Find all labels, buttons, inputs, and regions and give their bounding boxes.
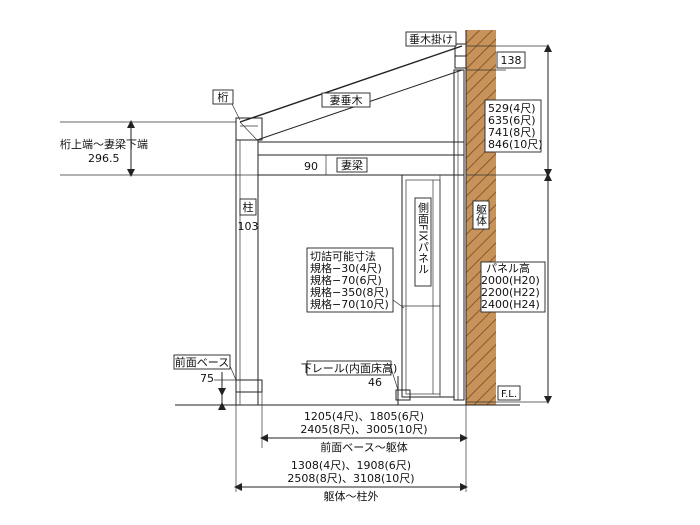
panel-height-values: パネル高 2000(H20) 2200(H22) 2400(H24) xyxy=(480,261,546,313)
svg-text:846(10尺): 846(10尺) xyxy=(488,138,543,151)
side-fix-panel-label: 側面FIXパネル xyxy=(417,202,430,274)
kutai-label-box xyxy=(472,200,490,230)
svg-text:46: 46 xyxy=(368,376,382,389)
svg-text:2000(H20): 2000(H20) xyxy=(481,274,540,287)
svg-text:規格−30(4尺): 規格−30(4尺) xyxy=(310,261,382,275)
cut-dimensions-box: 切詰可能寸法 規格−30(4尺) 規格−70(6尺) 規格−350(8尺) 規格… xyxy=(306,247,405,313)
svg-text:桁: 桁 xyxy=(218,90,229,104)
rafter-hanger-label: 垂木掛け xyxy=(405,31,457,47)
side-fix-panel xyxy=(401,174,455,398)
svg-text:138: 138 xyxy=(501,54,522,67)
svg-text:2400(H24): 2400(H24) xyxy=(481,298,540,311)
rafter-hanger xyxy=(454,43,467,69)
fl-label: F.L. xyxy=(497,385,521,401)
post xyxy=(235,139,259,406)
body-to-post-dimension: 1308(4尺)、1908(6尺) 2508(8尺)、3108(10尺) 躯体～… xyxy=(234,405,468,503)
svg-text:妻垂木: 妻垂木 xyxy=(330,94,363,107)
post-label: 柱 103 xyxy=(238,198,259,233)
svg-text:妻梁: 妻梁 xyxy=(341,158,363,172)
side-fix-panel-label-box xyxy=(414,197,432,287)
keta-height-dimension: 桁上端～妻梁下端 296.5 xyxy=(60,120,258,177)
lower-rail xyxy=(395,389,411,401)
gable-beam-dimension: 90 妻梁 xyxy=(304,155,368,175)
svg-text:規格−350(8尺): 規格−350(8尺) xyxy=(310,285,389,299)
svg-text:前面ベース～躯体: 前面ベース～躯体 xyxy=(320,440,407,454)
svg-text:2508(8尺)、3108(10尺): 2508(8尺)、3108(10尺) xyxy=(287,472,414,485)
lower-rail-dimension: 下レール(内面床高) 46 xyxy=(301,360,399,405)
front-base-dimension: 前面ベース 75 xyxy=(173,354,237,410)
keta-label: 桁 xyxy=(212,89,241,121)
svg-text:103: 103 xyxy=(238,220,259,233)
svg-text:桁上端～妻梁下端: 桁上端～妻梁下端 xyxy=(60,137,148,151)
rafter-length-values: 529(4尺) 635(6尺) 741(8尺) 846(10尺) xyxy=(484,99,543,153)
front-base xyxy=(235,379,263,405)
svg-text:柱: 柱 xyxy=(243,200,254,214)
base-to-body-dimension: 1205(4尺)、1805(6尺) 2405(8尺)、3005(10尺) 前面ベ… xyxy=(260,392,468,454)
wall-side-member xyxy=(453,69,465,401)
svg-text:75: 75 xyxy=(200,372,214,385)
svg-text:90: 90 xyxy=(304,160,318,173)
svg-text:F.L.: F.L. xyxy=(501,389,517,400)
kutai-label: 躯体 xyxy=(475,204,488,226)
svg-text:2405(8尺)、3005(10尺): 2405(8尺)、3005(10尺) xyxy=(300,423,427,436)
svg-text:1308(4尺)、1908(6尺): 1308(4尺)、1908(6尺) xyxy=(291,459,411,472)
svg-text:下レール(内面床高): 下レール(内面床高) xyxy=(301,361,398,375)
dim-138: 138 xyxy=(496,51,526,69)
svg-text:規格−70(6尺): 規格−70(6尺) xyxy=(310,273,382,287)
svg-text:635(6尺): 635(6尺) xyxy=(488,114,536,127)
svg-text:529(4尺): 529(4尺) xyxy=(488,102,536,115)
svg-text:パネル高: パネル高 xyxy=(486,261,530,275)
svg-text:躯体～柱外: 躯体～柱外 xyxy=(324,489,379,503)
svg-text:2200(H22): 2200(H22) xyxy=(481,286,540,299)
svg-text:前面ベース: 前面ベース xyxy=(175,355,229,369)
svg-text:切詰可能寸法: 切詰可能寸法 xyxy=(310,249,376,263)
svg-text:規格−70(10尺): 規格−70(10尺) xyxy=(310,297,389,311)
tsuma-taruki-label: 妻垂木 xyxy=(321,92,371,108)
svg-text:741(8尺): 741(8尺) xyxy=(488,126,536,139)
svg-text:垂木掛け: 垂木掛け xyxy=(409,32,453,46)
svg-text:1205(4尺)、1805(6尺): 1205(4尺)、1805(6尺) xyxy=(304,410,424,423)
svg-text:296.5: 296.5 xyxy=(88,152,120,165)
